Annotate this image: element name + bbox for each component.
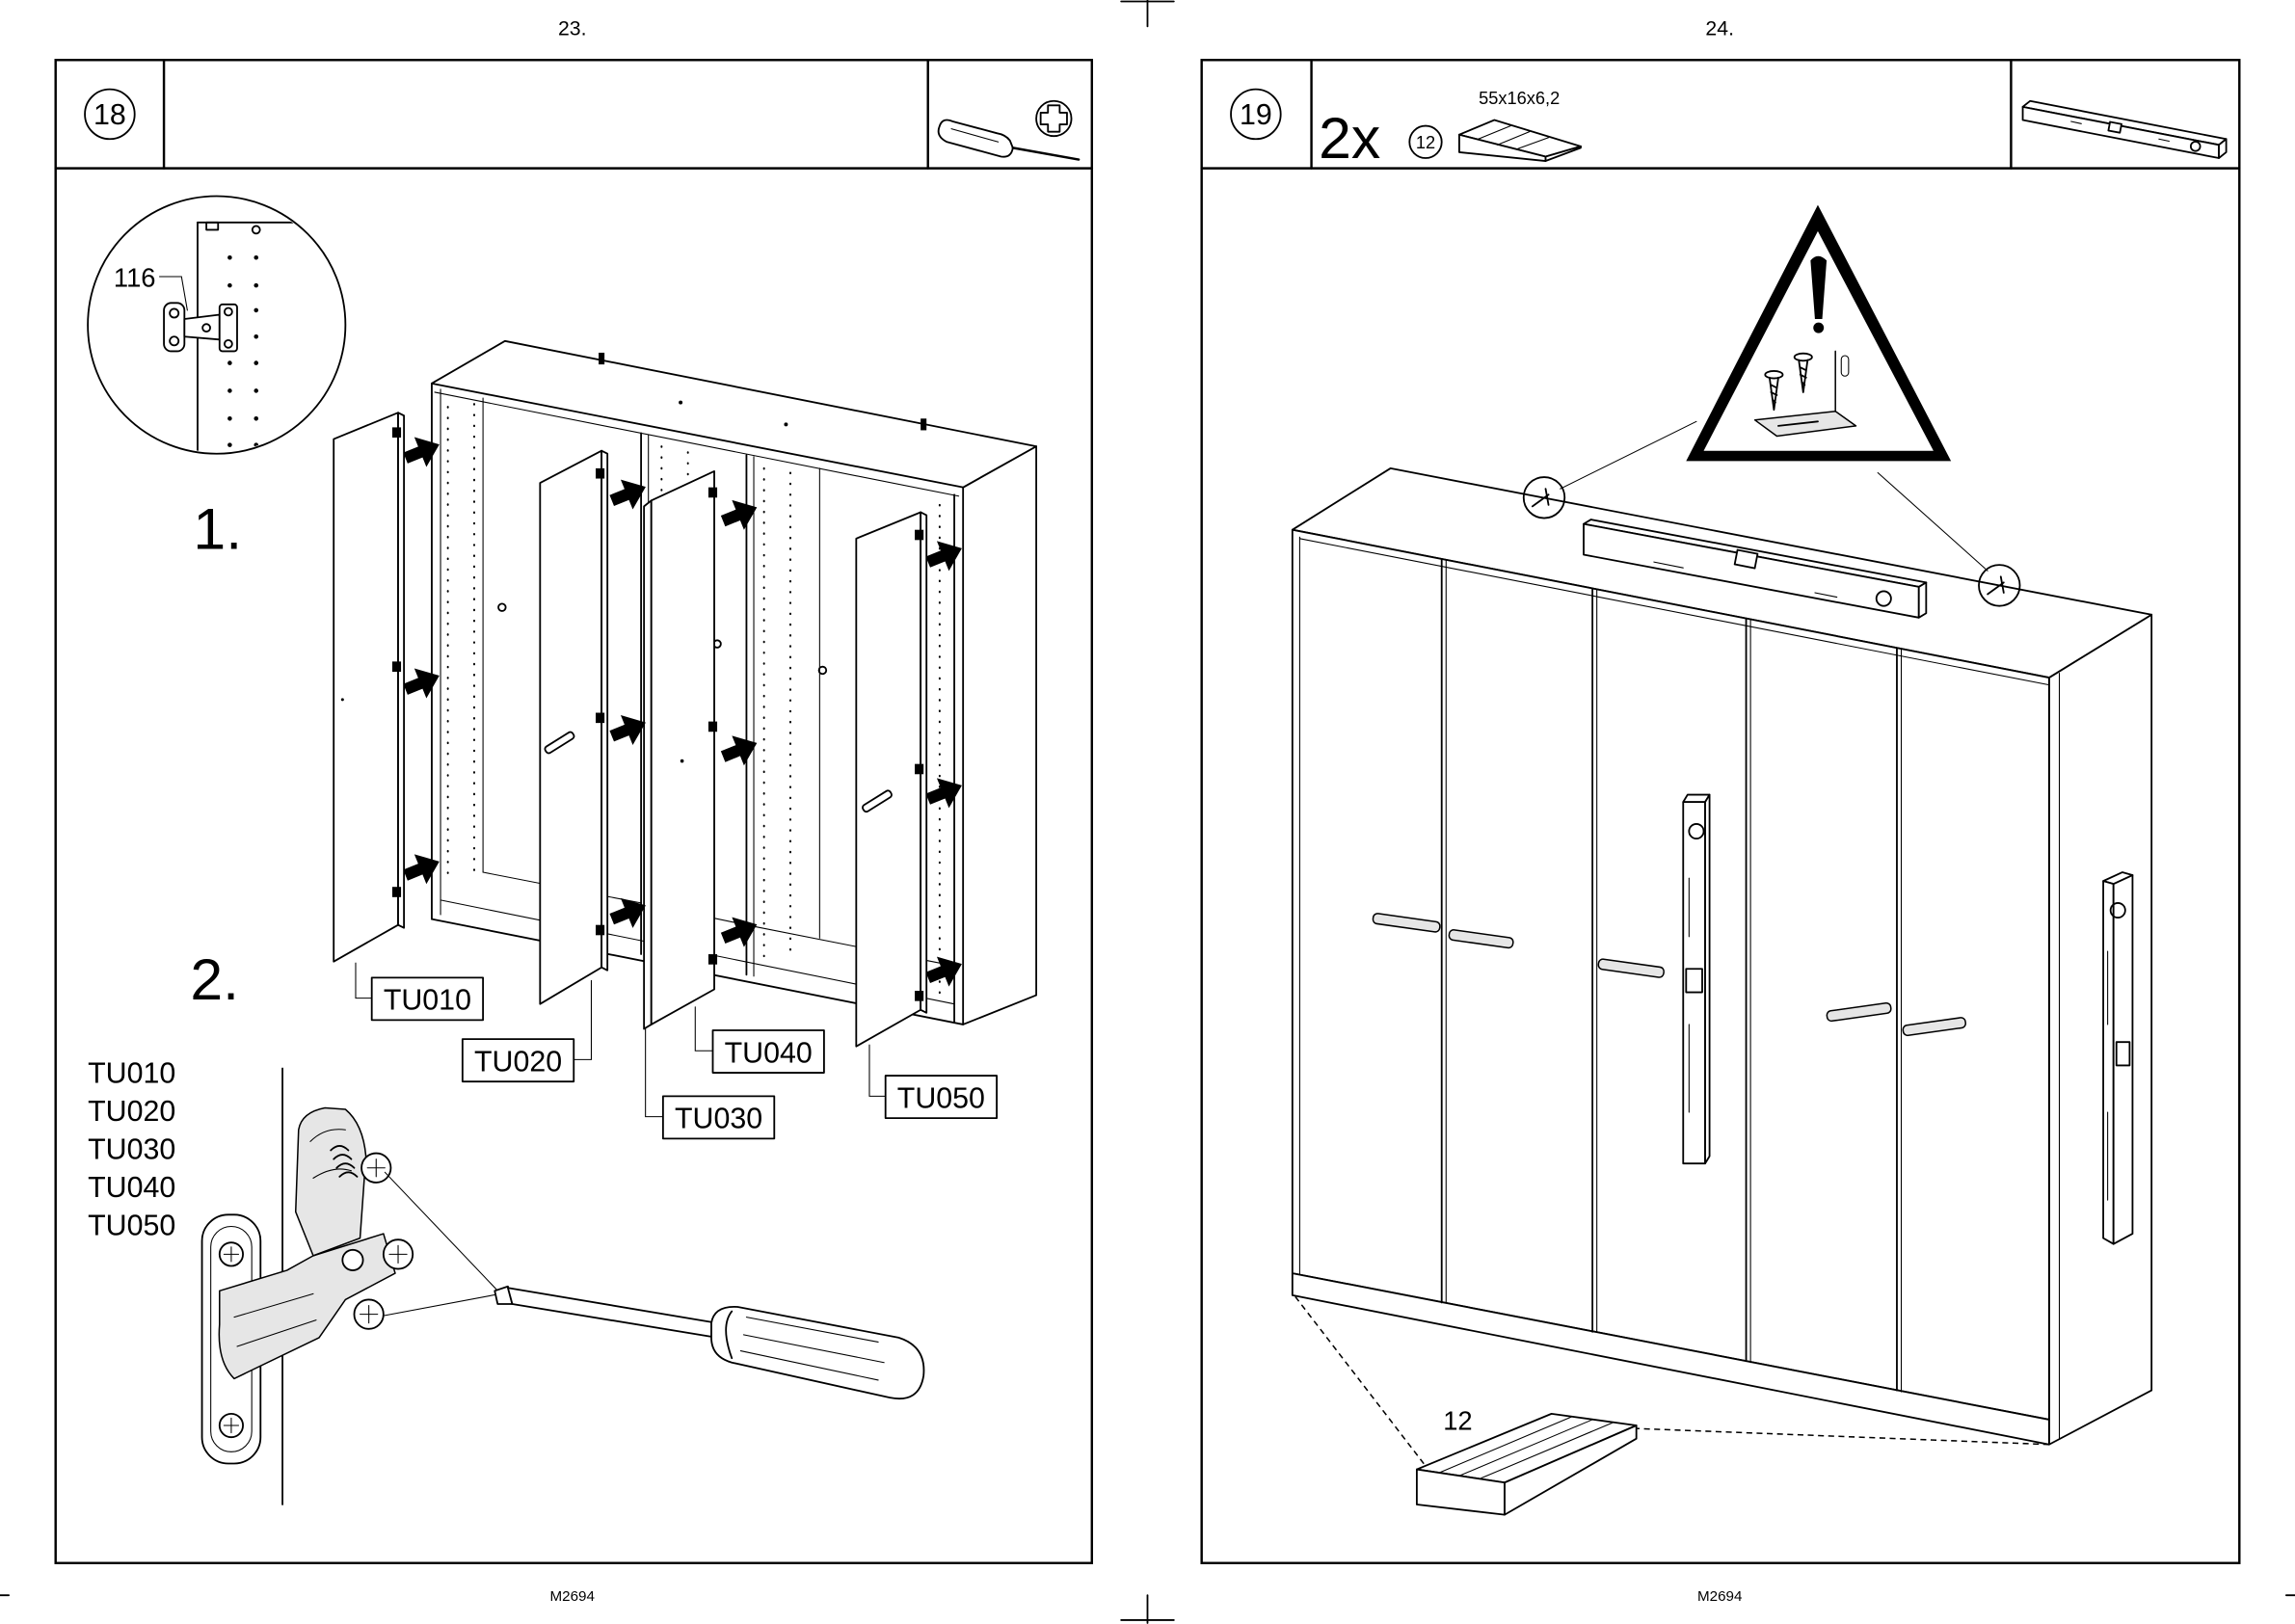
callout-label: TU010: [384, 985, 471, 1017]
spirit-level-door: [1683, 795, 1709, 1164]
door-list-item: TU030: [88, 1134, 175, 1166]
callout-label: TU040: [725, 1037, 813, 1069]
stage-1-label: 1.: [193, 495, 242, 561]
door-list-item: TU050: [88, 1211, 175, 1242]
part-number: 12: [1416, 133, 1435, 152]
callout-label: TU020: [474, 1047, 562, 1078]
door-list-item: TU020: [88, 1096, 175, 1128]
door-tu040: [652, 471, 717, 1025]
hinge-position-detail: 116: [88, 196, 351, 467]
screwdriver-illustration: [494, 1287, 923, 1398]
footer-code: M2694: [1697, 1588, 1742, 1605]
wedge-icon: [1459, 120, 1581, 162]
mount-arrow: [717, 910, 763, 953]
door-tu020: [540, 451, 607, 1004]
page-number: 24.: [1705, 16, 1734, 40]
left-page: 23. 18: [56, 16, 1092, 1605]
mount-arrow: [717, 493, 763, 536]
assembled-wardrobe: [1293, 468, 2151, 1445]
mount-arrow: [921, 533, 968, 576]
door-callout-tu040: TU040: [695, 1007, 824, 1073]
hinge-adjustment-detail: [202, 1068, 501, 1504]
wedge-callout: 12: [1443, 1406, 1472, 1436]
step-number-badge: 18: [85, 90, 135, 140]
mount-arrow: [921, 770, 968, 813]
part-number-label: 116: [114, 263, 156, 293]
spirit-level-side: [2103, 872, 2132, 1244]
stage-2-label: 2.: [190, 946, 239, 1012]
door-callout-tu050: TU050: [869, 1045, 997, 1118]
mount-arrow: [399, 430, 445, 473]
door-tu050: [856, 512, 926, 1046]
page-number: 23.: [558, 16, 587, 40]
step-number: 18: [93, 99, 126, 131]
parts-needed: 2x 12 55x16x6,2: [1319, 89, 1581, 171]
part-quantity: 2x: [1319, 105, 1380, 171]
step-number-badge: 19: [1231, 90, 1281, 140]
mount-arrow: [921, 949, 968, 993]
door-list-item: TU010: [88, 1058, 175, 1090]
phillips-screwdriver-icon: [939, 101, 1079, 160]
footer-code: M2694: [550, 1588, 595, 1605]
door-callout-tu010: TU010: [356, 963, 483, 1020]
mount-arrow: [399, 846, 445, 890]
callout-label: TU050: [897, 1082, 985, 1114]
callout-label: TU030: [675, 1104, 762, 1135]
mount-arrow: [717, 728, 763, 771]
door-list-item: TU040: [88, 1172, 175, 1204]
mount-arrow: [399, 661, 445, 705]
part-dimensions: 55x16x6,2: [1479, 89, 1560, 108]
spirit-level-icon: [2023, 101, 2227, 158]
door-list: TU010 TU020 TU030 TU040 TU050: [88, 1058, 175, 1242]
step-number: 19: [1240, 99, 1272, 131]
door-tu010: [334, 413, 404, 961]
door-tu030: [644, 500, 652, 1028]
right-page: 24. 19 2x 12 55x16x6,2: [1202, 16, 2240, 1605]
warning-triangle-icon: [1686, 205, 1951, 462]
